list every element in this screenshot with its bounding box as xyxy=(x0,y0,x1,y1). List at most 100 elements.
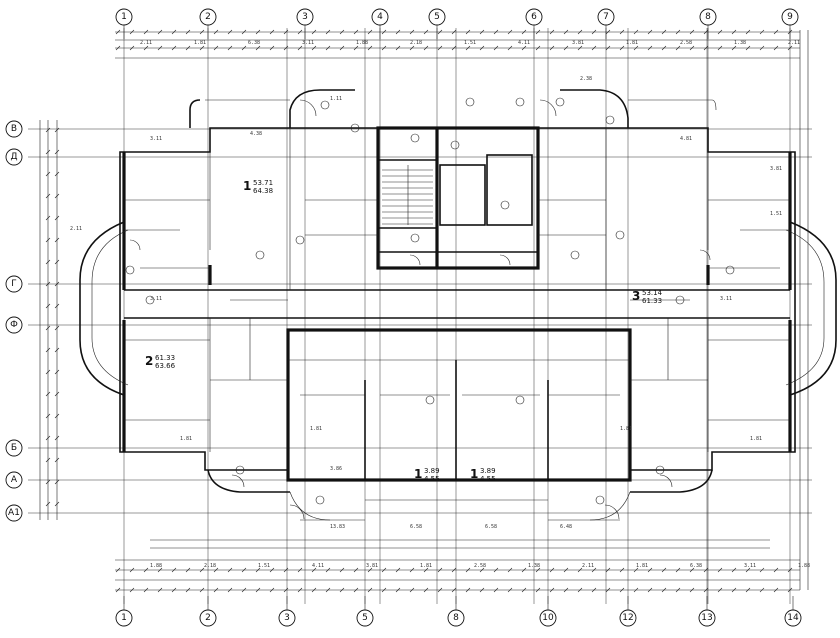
dimension-label: 3.81 xyxy=(572,40,584,46)
central-block xyxy=(286,328,632,482)
axis-label: 13 xyxy=(701,613,712,623)
dimension-tick xyxy=(451,587,457,593)
room-area: 3.89 xyxy=(480,467,496,475)
room-area: 61.33 xyxy=(642,297,662,305)
dimension-tick xyxy=(381,567,387,573)
axis-label: 9 xyxy=(787,12,793,22)
dimension-label: 13.83 xyxy=(330,524,345,530)
dimension-tick xyxy=(465,45,471,51)
dimension-tick xyxy=(241,567,247,573)
axis-marker-top: 2 xyxy=(199,8,217,39)
door-swing xyxy=(409,254,421,266)
door-swing xyxy=(604,504,620,520)
building-outline xyxy=(119,127,796,471)
room-area: 3.89 xyxy=(424,467,440,475)
dimension-tick xyxy=(353,567,359,573)
dimension-tick xyxy=(395,45,401,51)
dimension-tick xyxy=(269,567,275,573)
dimension-tick xyxy=(689,45,695,51)
dimension-tick xyxy=(773,567,779,573)
dimension-tick xyxy=(339,567,345,573)
fixture-marker xyxy=(315,495,325,505)
dimension-tick xyxy=(199,587,205,593)
dimension-tick xyxy=(54,171,60,177)
axis-label: 5 xyxy=(434,12,440,22)
dimension-tick xyxy=(227,587,233,593)
fixture-marker xyxy=(410,133,420,143)
dimension-tick xyxy=(633,587,639,593)
balcony-rail xyxy=(628,99,717,111)
dimension-tick xyxy=(45,215,51,221)
axis-label: 2 xyxy=(205,613,211,623)
axis-marker-bottom: 12 xyxy=(619,596,637,627)
dimension-tick xyxy=(521,587,527,593)
dimension-tick xyxy=(115,45,121,51)
axis-label: 3 xyxy=(284,613,290,623)
dimension-tick xyxy=(171,29,177,35)
dimension-tick xyxy=(143,587,149,593)
bay-window-left xyxy=(79,221,125,396)
dimension-label: 3.86 xyxy=(330,466,342,472)
axis-label: 4 xyxy=(377,12,383,22)
dimension-tick xyxy=(185,29,191,35)
dimension-tick xyxy=(325,567,331,573)
dimension-tick xyxy=(493,587,499,593)
dimension-tick xyxy=(605,29,611,35)
dimension-label: 1.38 xyxy=(734,40,746,46)
axis-marker-bottom: 8 xyxy=(447,596,465,627)
dimension-tick xyxy=(381,587,387,593)
dimension-tick xyxy=(283,567,289,573)
dimension-tick xyxy=(54,215,60,221)
dimension-tick xyxy=(227,567,233,573)
dimension-tick xyxy=(563,567,569,573)
dimension-tick xyxy=(549,45,555,51)
dimension-label: 3.11 xyxy=(150,136,162,142)
dimension-tick xyxy=(759,29,765,35)
dimension-label: 2.58 xyxy=(474,563,486,569)
dimension-tick xyxy=(129,567,135,573)
dimension-tick xyxy=(493,45,499,51)
dimension-tick xyxy=(54,413,60,419)
dimension-tick xyxy=(45,259,51,265)
axis-label: 7 xyxy=(603,12,609,22)
bay-window-left-inner xyxy=(91,229,129,386)
dimension-tick xyxy=(54,501,60,507)
dimension-tick xyxy=(143,567,149,573)
dimension-label: 1.81 xyxy=(626,40,638,46)
dimension-tick xyxy=(675,29,681,35)
dimension-tick xyxy=(297,29,303,35)
dimension-tick xyxy=(325,45,331,51)
dimension-label: 1.81 xyxy=(310,426,322,432)
fixture-marker xyxy=(500,200,510,210)
axis-marker-left: Б xyxy=(5,439,23,457)
dimension-label: 3.11 xyxy=(150,296,162,302)
dimension-tick xyxy=(409,587,415,593)
dimension-lines: 2.111.881.812.186.381.513.114.111.883.81… xyxy=(39,29,810,593)
dimension-tick xyxy=(45,237,51,243)
dimension-tick xyxy=(647,45,653,51)
fixture-marker xyxy=(515,97,525,107)
dimension-tick xyxy=(437,45,443,51)
dimension-tick xyxy=(745,29,751,35)
dimension-tick xyxy=(54,149,60,155)
dimension-tick xyxy=(409,29,415,35)
axis-label: Д xyxy=(10,152,17,162)
dimension-tick xyxy=(143,45,149,51)
door-swing xyxy=(499,254,511,266)
fixture-marker xyxy=(465,97,475,107)
room-area: 53.14 xyxy=(642,289,663,297)
balcony-curve xyxy=(289,89,355,128)
dimension-tick xyxy=(45,193,51,199)
axis-marker-left: Д xyxy=(5,148,23,166)
axis-marker-bottom: 2 xyxy=(199,596,217,627)
fixture-marker xyxy=(675,295,685,305)
dimension-tick xyxy=(703,29,709,35)
fixture-marker xyxy=(350,123,360,133)
dimension-tick xyxy=(269,29,275,35)
dimension-tick xyxy=(367,567,373,573)
dimension-tick xyxy=(465,29,471,35)
dimension-tick xyxy=(619,587,625,593)
dimension-tick xyxy=(507,45,513,51)
